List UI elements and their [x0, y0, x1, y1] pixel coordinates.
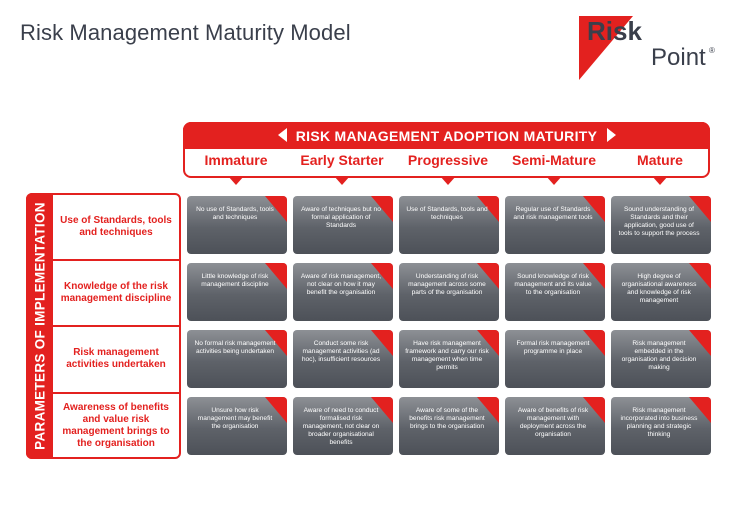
cell-corner-accent [583, 263, 605, 289]
cell-corner-accent [265, 196, 287, 222]
row-label-awareness: Awareness of benefits and value risk man… [62, 402, 170, 449]
parameters-label: PARAMETERS OF IMPLEMENTATION [32, 202, 48, 450]
page-title: Risk Management Maturity Model [20, 20, 351, 45]
grid-cell: Aware of benefits of risk management wit… [505, 397, 605, 455]
grid-cell: Aware of need to conduct formalised risk… [293, 397, 393, 455]
grid-cell: High degree of organisational awareness … [611, 263, 711, 321]
cell-corner-accent [371, 196, 393, 222]
cell-text: Little knowledge of risk management disc… [201, 273, 269, 288]
cell-text: Have risk management framework and carry… [405, 340, 489, 371]
row-divider [53, 259, 181, 261]
grid-cell: Aware of some of the benefits risk manag… [399, 397, 499, 455]
cell-text: Regular use of Standards and risk manage… [513, 206, 593, 221]
cell-corner-accent [477, 330, 499, 356]
grid-cell: Understanding of risk management across … [399, 263, 499, 321]
logo-registered-mark: ® [709, 46, 715, 55]
grid-cell: Have risk management framework and carry… [399, 330, 499, 388]
grid-cell: Use of Standards, tools and techniques [399, 196, 499, 254]
stage-pointer-icon [228, 176, 244, 185]
cell-text: Conduct some risk management activities … [301, 340, 381, 363]
stage-progressive: Progressive [407, 152, 489, 168]
grid-cell: Regular use of Standards and risk manage… [505, 196, 605, 254]
cell-text: Use of Standards, tools and techniques [406, 206, 488, 221]
cell-text: Aware of risk management, not clear on h… [300, 273, 382, 296]
cell-text: No formal risk management activities bei… [194, 340, 276, 355]
cell-corner-accent [265, 263, 287, 289]
row-divider [53, 392, 181, 394]
grid-cell: Unsure how risk management may benefit t… [187, 397, 287, 455]
cell-text: High degree of organisational awareness … [621, 273, 697, 304]
cell-corner-accent [371, 263, 393, 289]
cell-text: Unsure how risk management may benefit t… [197, 407, 273, 430]
row-label-standards: Use of Standards, tools and techniques [60, 215, 172, 238]
cell-corner-accent [477, 263, 499, 289]
grid-cell: Risk management embedded in the organisa… [611, 330, 711, 388]
row-label-knowledge: Knowledge of the risk management discipl… [60, 281, 172, 304]
logo-word-risk: Risk [587, 16, 642, 46]
stage-pointer-icon [440, 176, 456, 185]
right-arrow-icon [607, 128, 616, 142]
maturity-banner: RISK MANAGEMENT ADOPTION MATURITY [183, 122, 710, 149]
stage-mature: Mature [637, 152, 683, 168]
grid-cell: Aware of risk management, not clear on h… [293, 263, 393, 321]
grid-cell: Risk management incorporated into busine… [611, 397, 711, 455]
left-arrow-icon [278, 128, 287, 142]
stage-pointer-icon [546, 176, 562, 185]
cell-corner-accent [371, 397, 393, 423]
cell-text: Aware of need to conduct formalised risk… [302, 407, 380, 446]
cell-text: Aware of some of the benefits risk manag… [409, 407, 485, 430]
cell-corner-accent [265, 397, 287, 423]
cell-text: Aware of benefits of risk management wit… [517, 407, 589, 438]
stage-pointer-icon [334, 176, 350, 185]
grid-cell: Little knowledge of risk management disc… [187, 263, 287, 321]
cell-corner-accent [583, 397, 605, 423]
cell-corner-accent [689, 397, 711, 423]
grid-cell: Aware of techniques but no formal applic… [293, 196, 393, 254]
stage-pointer-icon [652, 176, 668, 185]
riskpoint-logo: Risk Point ® [575, 14, 725, 84]
cell-corner-accent [583, 330, 605, 356]
cell-text: Aware of techniques but no formal applic… [301, 206, 381, 229]
logo-word-point: Point [651, 44, 706, 71]
cell-corner-accent [583, 196, 605, 222]
cell-text: No use of Standards, tools and technique… [196, 206, 274, 221]
cell-text: Risk management incorporated into busine… [620, 407, 698, 438]
cell-corner-accent [265, 330, 287, 356]
logo-triangle-icon [579, 16, 633, 80]
cell-corner-accent [689, 263, 711, 289]
cell-corner-accent [477, 196, 499, 222]
cell-corner-accent [689, 196, 711, 222]
grid-cell: Conduct some risk management activities … [293, 330, 393, 388]
row-label-activities: Risk management activities undertaken [66, 347, 166, 370]
row-divider [53, 325, 181, 327]
parameters-side-bar [26, 193, 53, 459]
cell-text: Understanding of risk management across … [408, 273, 486, 296]
grid-cell: Formal risk management programme in plac… [505, 330, 605, 388]
stage-immature: Immature [204, 152, 268, 168]
cell-text: Sound understanding of Standards and the… [618, 206, 700, 237]
grid-cell: Sound understanding of Standards and the… [611, 196, 711, 254]
cell-text: Formal risk management programme in plac… [516, 340, 590, 355]
cell-text: Risk management embedded in the organisa… [621, 340, 697, 371]
grid-cell: Sound knowledge of risk management and i… [505, 263, 605, 321]
cell-corner-accent [371, 330, 393, 356]
cell-corner-accent [477, 397, 499, 423]
grid-cell: No formal risk management activities bei… [187, 330, 287, 388]
grid-cell: No use of Standards, tools and technique… [187, 196, 287, 254]
stage-semi-mature: Semi-Mature [511, 152, 597, 168]
stage-early-starter: Early Starter [300, 152, 384, 168]
cell-text: Sound knowledge of risk management and i… [514, 273, 592, 296]
cell-corner-accent [689, 330, 711, 356]
